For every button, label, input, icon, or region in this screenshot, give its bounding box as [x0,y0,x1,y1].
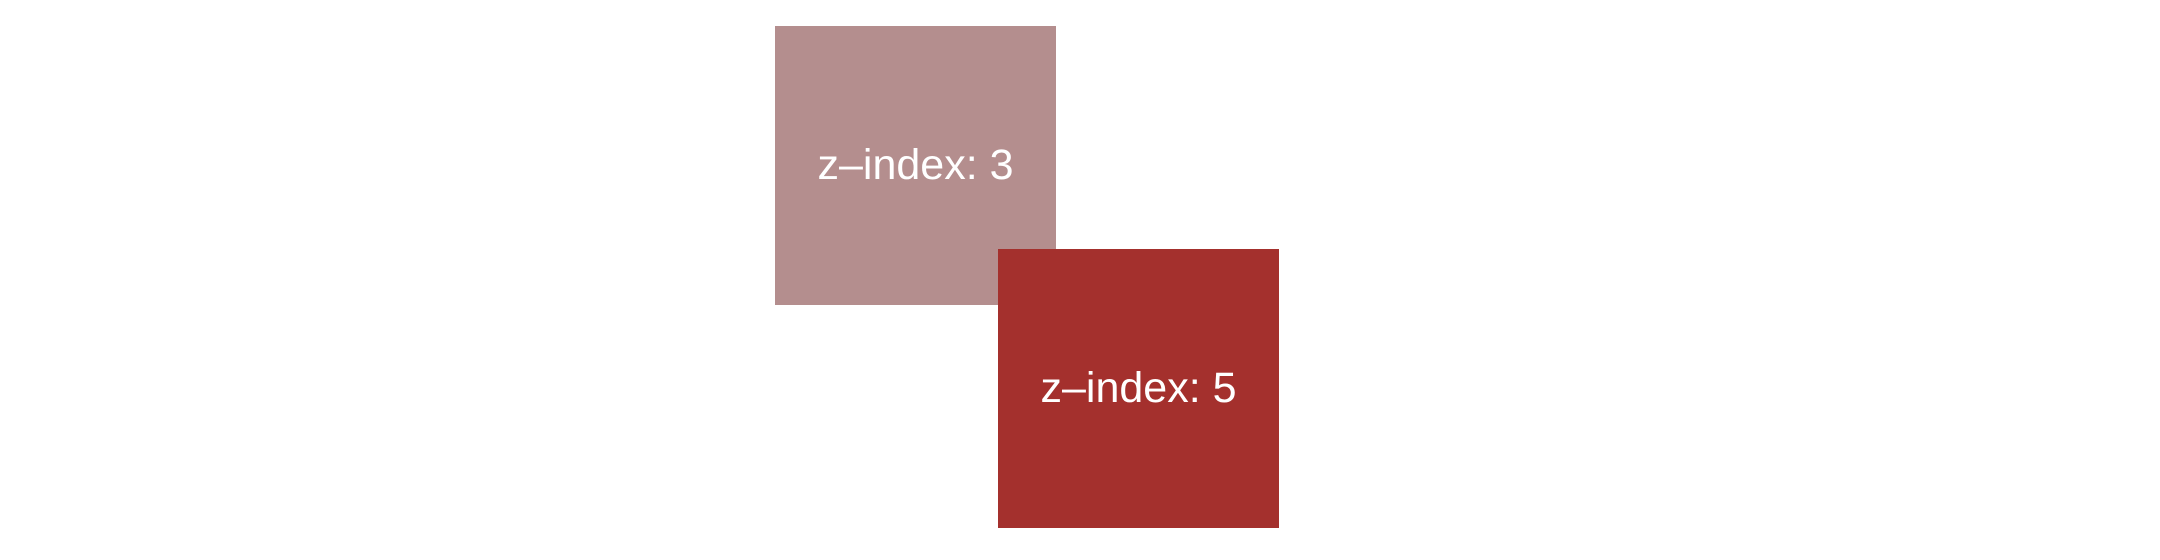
front-box-label: z–index: 5 [1040,364,1237,412]
back-box: z–index: 3 [775,26,1056,305]
front-box: z–index: 5 [998,249,1279,528]
back-box-label: z–index: 3 [817,141,1014,189]
